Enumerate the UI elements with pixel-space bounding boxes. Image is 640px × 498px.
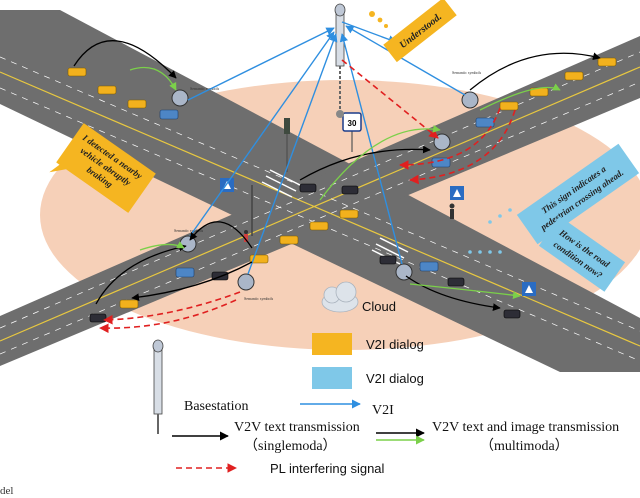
speed-limit-sign: 30 xyxy=(342,112,362,152)
semantic-node xyxy=(395,263,413,281)
pl-interference-links xyxy=(99,59,516,334)
road-nw-se-centerline xyxy=(0,71,640,347)
semantic-node xyxy=(179,235,197,253)
legend-v2i-dialog-blue: V2I dialog xyxy=(366,371,424,386)
semantic-node xyxy=(171,89,189,107)
v2i-links xyxy=(187,21,466,275)
semantic-label: Semantic symbols xyxy=(190,86,220,91)
yellow-car xyxy=(67,57,617,309)
semantic-node xyxy=(461,91,479,109)
legend-v2v-text-mode: （singlemoda） xyxy=(244,438,337,454)
bubble-braking: I detected a nearby vehicle abruptly bra… xyxy=(49,123,156,213)
bubble-sign: This sign indicates a pedestrian crossin… xyxy=(516,143,640,245)
bubble-understood: Understood. xyxy=(383,0,457,63)
road-sw-ne-centerline xyxy=(0,66,640,342)
dark-car xyxy=(89,183,521,323)
legend-basestation: Basestation xyxy=(184,399,249,414)
v2v-multimodal-links xyxy=(129,66,561,300)
legend-v2v-text-image-mode: （multimoda） xyxy=(480,438,569,454)
dotted-trail xyxy=(468,208,512,254)
pedestrian-icon xyxy=(244,203,455,242)
speed-limit-value: 30 xyxy=(348,119,357,128)
legend-blue-swatch xyxy=(312,367,352,389)
vehicles xyxy=(67,57,617,323)
legend-cloud-label: Cloud xyxy=(362,299,396,314)
legend-pl-interfering: PL interfering signal xyxy=(270,461,385,476)
blue-car xyxy=(159,109,495,278)
legend-v2v-text-image: V2V text and image transmission xyxy=(432,420,619,435)
v2v-text-links xyxy=(73,40,601,311)
basestation-icon xyxy=(152,339,164,434)
semantic-label: Semantic symbols xyxy=(452,70,482,75)
signal-dots xyxy=(369,11,388,28)
semantic-label: Semantic symbols xyxy=(244,296,274,301)
cloud-icon xyxy=(321,281,359,313)
legend-v2v-text: V2V text transmission xyxy=(234,420,360,435)
semantic-node xyxy=(237,273,255,291)
legend-yellow-swatch xyxy=(312,333,352,355)
caption-fragment: del xyxy=(0,485,13,497)
legend-v2i-dialog-yellow: V2I dialog xyxy=(366,337,424,352)
semantic-label: Semantic symbols xyxy=(174,228,204,233)
legend-v2i: V2I xyxy=(372,403,394,418)
